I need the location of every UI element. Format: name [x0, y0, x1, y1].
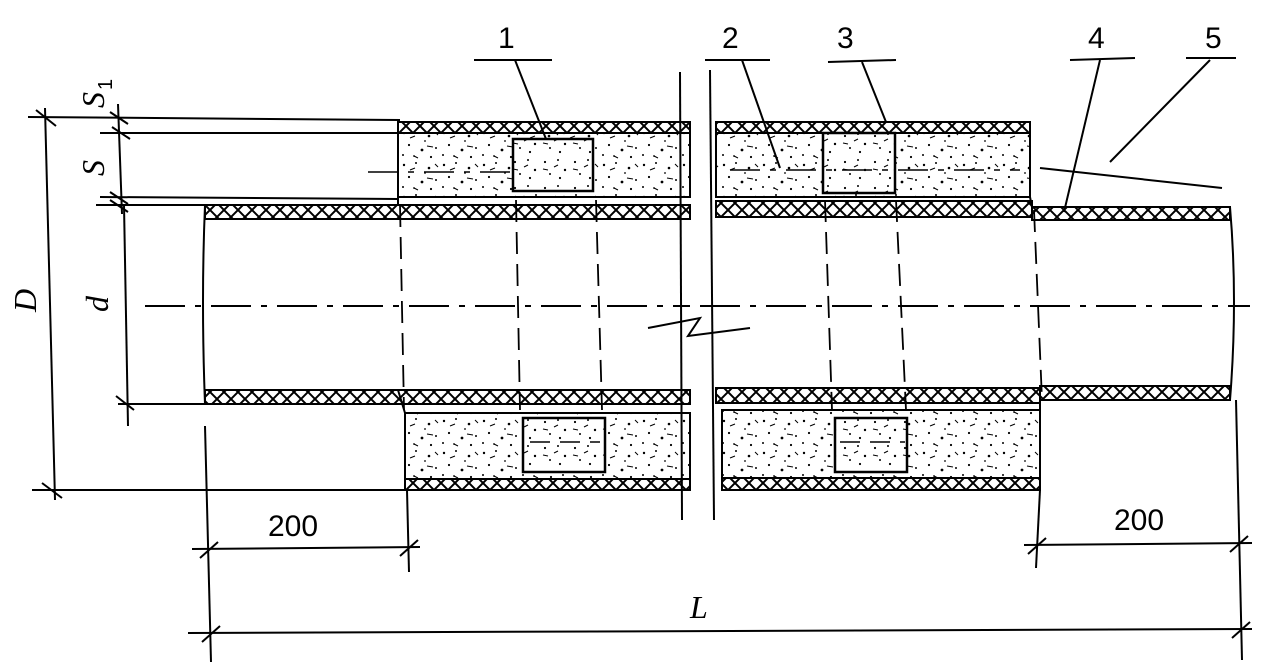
labels: 1 2 3 4 5 D d S S 1 200 200 L: [7, 22, 1222, 625]
support-block-bottom-right: [833, 416, 909, 474]
callout-2: 2: [722, 22, 739, 55]
break-lines: [647, 69, 751, 521]
dim-label-S1-subscript: 1: [95, 79, 117, 90]
dimension-lines: [27, 103, 1253, 663]
callout-4: 4: [1088, 22, 1105, 55]
pipe-wall-top-left: [204, 204, 691, 220]
outer-shell-top-right: [715, 121, 1031, 134]
dim-label-d: d: [79, 295, 115, 312]
dim-label-D: D: [7, 289, 43, 313]
pipe-wall-top-right: [715, 200, 1033, 218]
support-block-top-right: [821, 131, 897, 195]
right-section: [715, 121, 1235, 491]
pipe-end-top-right: [1031, 206, 1231, 221]
left-section: [202, 121, 691, 491]
dim-label-L: L: [689, 589, 708, 625]
outer-shell-bottom-right: [721, 477, 1041, 491]
support-block-bottom-left: [521, 416, 607, 474]
support-block-top-left: [511, 137, 595, 193]
leader-lines: [474, 57, 1236, 213]
dim-label-left-200: 200: [268, 510, 318, 543]
dim-label-S: S: [75, 160, 111, 176]
callout-3: 3: [837, 22, 854, 55]
dim-label-right-200: 200: [1114, 504, 1164, 537]
pipe-end-bottom-right: [1039, 385, 1231, 401]
callout-5: 5: [1205, 22, 1222, 55]
dim-label-S1: S: [75, 92, 111, 108]
pipe-wall-bottom-right: [715, 387, 1041, 404]
center-lines: [145, 169, 1250, 443]
outer-shell-bottom-left: [404, 478, 691, 491]
callout-1: 1: [498, 22, 515, 55]
pipe-wall-bottom-left: [204, 389, 691, 405]
